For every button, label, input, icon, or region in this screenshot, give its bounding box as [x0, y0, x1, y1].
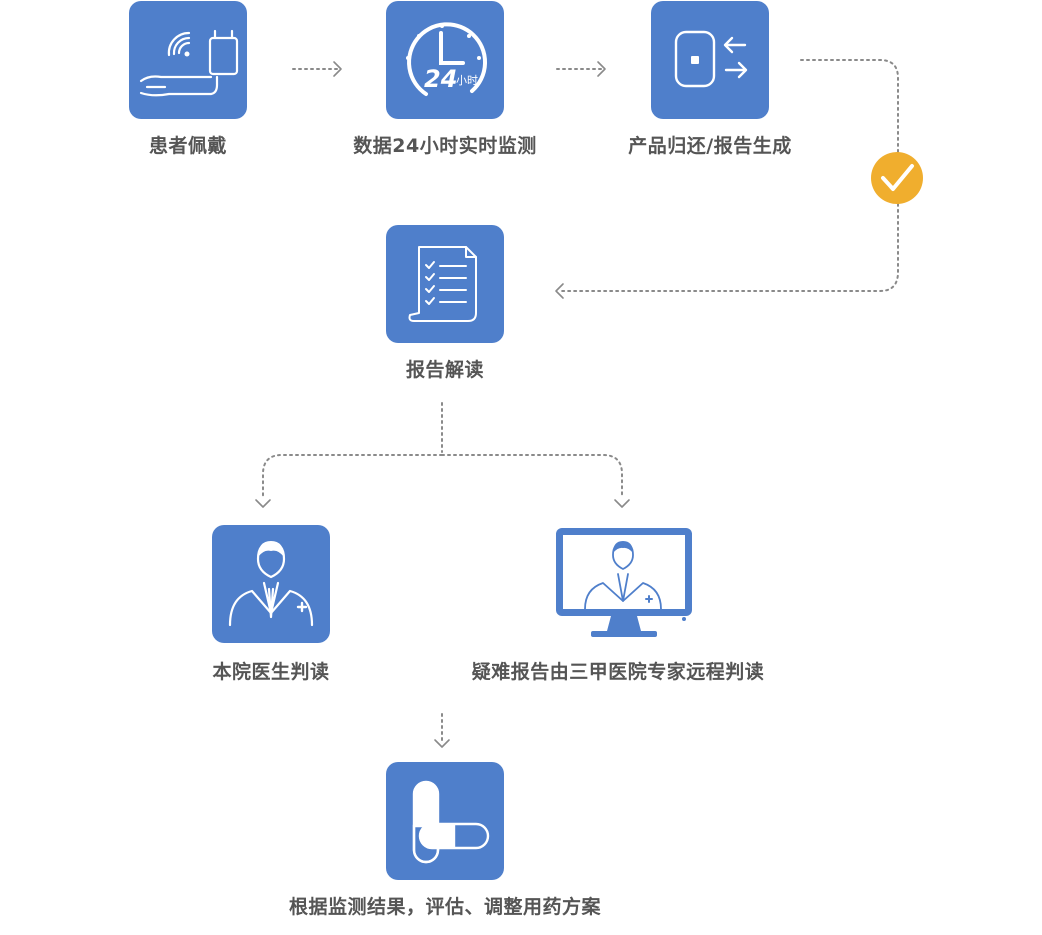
clock-24h-icon: 24 小时 [406, 22, 487, 96]
arrowhead-3 [555, 283, 564, 299]
remote-doctor-monitor-icon [556, 528, 692, 637]
wrist-monitor-icon [139, 29, 239, 97]
arrowhead-5 [614, 499, 630, 508]
arrowhead-6 [434, 739, 450, 748]
step-adjust-tile [386, 762, 504, 880]
step-return-label: 产品归还/报告生成 [628, 135, 792, 157]
capsule-pills-icon [412, 780, 490, 864]
step-return-tile [651, 1, 769, 119]
step-interpret-label: 报告解读 [405, 359, 484, 381]
arrowhead-2 [597, 61, 606, 77]
clock-24-text: 24 [424, 65, 457, 93]
clock-hour-text: 小时 [456, 74, 478, 87]
step-monitor24-label: 数据24小时实时监测 [353, 135, 537, 157]
step-local-doctor-tile [212, 525, 330, 643]
step-monitor24-tile: 24 小时 [386, 1, 504, 119]
step-wear-tile [129, 1, 247, 119]
arrowhead-1 [333, 61, 342, 77]
check-badge-icon [871, 152, 923, 204]
arrowhead-4 [255, 499, 271, 508]
device-return-icon [674, 30, 748, 88]
arrow-branch [262, 454, 623, 498]
step-remote-expert-label: 疑难报告由三甲医院专家远程判读 [471, 661, 765, 683]
step-local-doctor-label: 本院医生判读 [212, 661, 330, 683]
step-interpret-tile [386, 225, 504, 343]
step-wear-label: 患者佩戴 [148, 135, 227, 157]
checklist-document-icon [408, 246, 477, 322]
step-remote-expert-monitor [555, 527, 693, 639]
doctor-icon [228, 541, 314, 627]
step-adjust-label: 根据监测结果，评估、调整用药方案 [288, 896, 601, 918]
